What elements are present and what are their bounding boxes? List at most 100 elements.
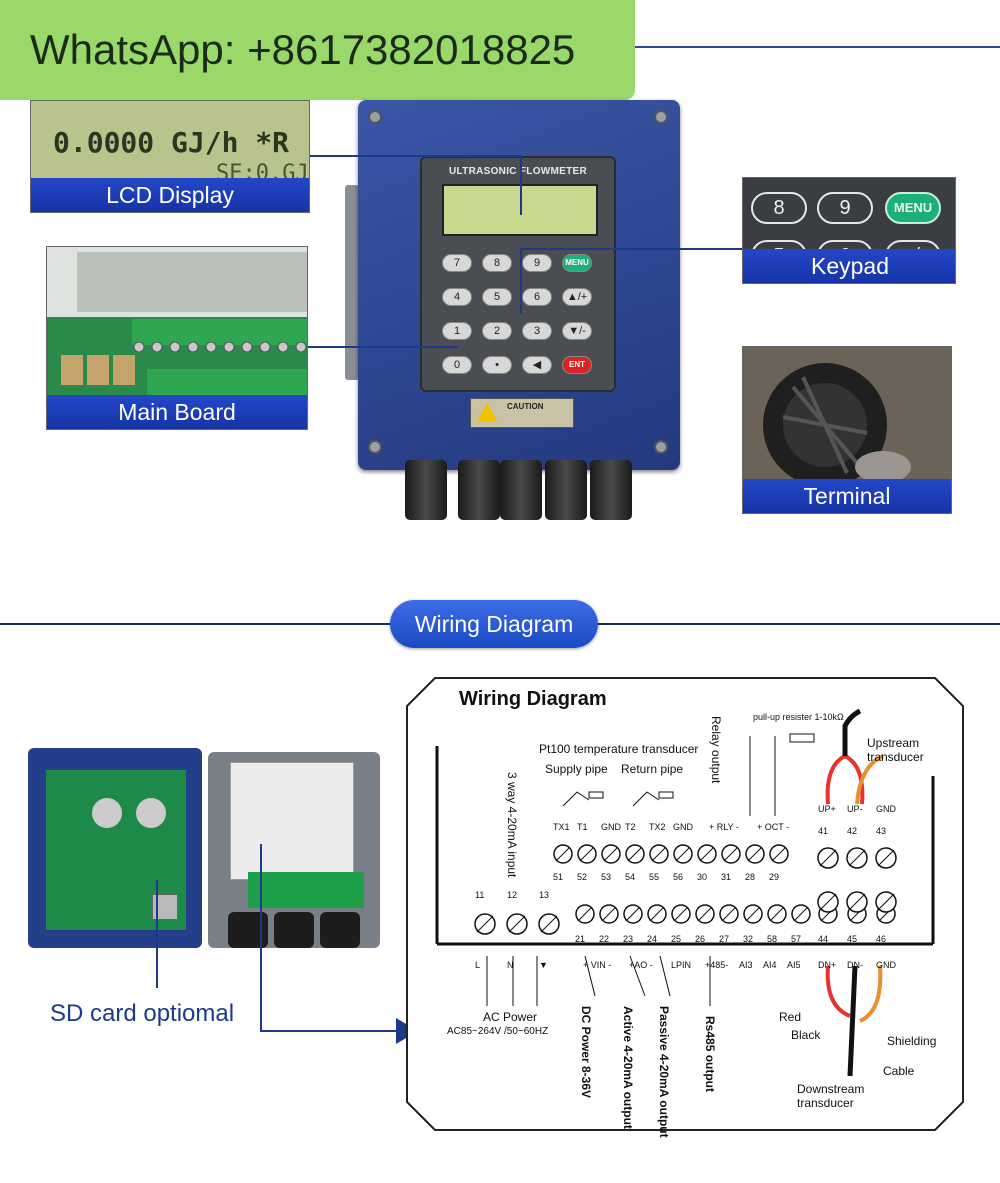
screw-slot bbox=[649, 906, 665, 922]
return-pipe-label: Return pipe bbox=[621, 762, 684, 776]
terminal-block bbox=[248, 872, 364, 908]
device-title: ULTRASONIC FLOWMETER bbox=[448, 166, 588, 177]
keypad-key-8: 8 bbox=[751, 192, 807, 224]
enclosure-housing bbox=[208, 752, 380, 948]
door-circuit-board bbox=[46, 770, 186, 930]
terminal-label: 32 bbox=[743, 934, 754, 944]
terminal-label: 46 bbox=[876, 934, 887, 944]
relay-output-label: Relay output bbox=[709, 716, 723, 784]
device-key-3-2: ◀ bbox=[522, 356, 552, 374]
banner-divider bbox=[635, 46, 1000, 48]
terminal-label: 29 bbox=[769, 872, 780, 882]
terminal-label: 21 bbox=[575, 934, 586, 944]
screw-slot bbox=[651, 846, 667, 862]
terminal-label: 56 bbox=[673, 872, 684, 882]
terminal-label: 44 bbox=[818, 934, 829, 944]
terminal-label: GND bbox=[673, 822, 693, 832]
keypad-label: Keypad bbox=[743, 249, 955, 283]
terminal-label: AI3 bbox=[739, 960, 753, 970]
device-key-0-2: 9 bbox=[522, 254, 552, 272]
terminal-label: 53 bbox=[601, 872, 612, 882]
caution-text: CAUTION bbox=[507, 402, 544, 411]
keypad-key-menu: MENU bbox=[885, 192, 941, 224]
screw-slot bbox=[627, 846, 643, 862]
terminal-label: 31 bbox=[721, 872, 732, 882]
terminal-label: TX2 bbox=[649, 822, 666, 832]
terminal-label: 51 bbox=[553, 872, 564, 882]
ac-power-label: AC Power bbox=[483, 1010, 538, 1024]
screw-slot bbox=[699, 846, 715, 862]
screw-slot bbox=[819, 849, 837, 867]
terminal-label: Terminal bbox=[743, 479, 951, 513]
terminal-label: LPIN bbox=[671, 960, 692, 970]
screw-icon bbox=[368, 440, 382, 454]
screw-slot bbox=[603, 846, 619, 862]
device-key-3-1: • bbox=[482, 356, 512, 374]
cable-gland bbox=[500, 460, 542, 520]
screw-icon bbox=[654, 110, 668, 124]
screw-slot bbox=[848, 893, 866, 911]
terminal-label: L bbox=[475, 960, 481, 970]
screw-slot bbox=[673, 906, 689, 922]
dc-power-label: DC Power 8-36V bbox=[579, 1006, 593, 1099]
terminal-label: 22 bbox=[599, 934, 610, 944]
terminal-label: 54 bbox=[625, 872, 636, 882]
terminal-label: 23 bbox=[623, 934, 634, 944]
keypad-key-9: 9 bbox=[817, 192, 873, 224]
cable-gland bbox=[545, 460, 587, 520]
cable-gland bbox=[228, 912, 268, 948]
terminal-label: + OCT - bbox=[757, 822, 790, 832]
cable-gland bbox=[590, 460, 632, 520]
terminal-label: 58 bbox=[767, 934, 778, 944]
terminal-label: 12 bbox=[507, 890, 518, 900]
screw-slot bbox=[877, 893, 895, 911]
board-connector bbox=[308, 346, 458, 348]
downstream-transducer-label: Downstream transducer bbox=[797, 1082, 865, 1110]
device-key-2-3: ▼/- bbox=[562, 322, 592, 340]
terminal-label: 24 bbox=[647, 934, 658, 944]
screw-icon bbox=[654, 440, 668, 454]
terminal-label: 45 bbox=[847, 934, 858, 944]
screw-slot bbox=[625, 906, 641, 922]
cable-gland bbox=[274, 912, 314, 948]
screw-slot bbox=[793, 906, 809, 922]
black-wire-label: Black bbox=[791, 1028, 821, 1042]
keypad-connector bbox=[520, 248, 742, 250]
terminal-label: GND bbox=[876, 804, 896, 814]
wiring-diagram-drawing bbox=[406, 677, 964, 1131]
screw-slot bbox=[675, 846, 691, 862]
device-key-1-2: 6 bbox=[522, 288, 552, 306]
enclosure-door bbox=[28, 748, 202, 948]
cable-gland bbox=[405, 460, 447, 520]
device-key-2-1: 2 bbox=[482, 322, 512, 340]
device-key-3-0: 0 bbox=[442, 356, 472, 374]
screw-slot bbox=[723, 846, 739, 862]
terminal-label: AI4 bbox=[763, 960, 777, 970]
device-key-1-1: 5 bbox=[482, 288, 512, 306]
device-key-1-0: 4 bbox=[442, 288, 472, 306]
screw-slot bbox=[555, 846, 571, 862]
device-key-3-3: ENT bbox=[562, 356, 592, 374]
wiring-diagram-panel: Wiring Diagram Pt100 temperature transdu… bbox=[405, 676, 965, 1138]
sd-card-label: SD card optiomal bbox=[50, 1000, 235, 1027]
caution-label: CAUTION bbox=[470, 398, 574, 428]
screw-slot bbox=[601, 906, 617, 922]
terminal-label: 28 bbox=[745, 872, 756, 882]
device-key-1-3: ▲/+ bbox=[562, 288, 592, 306]
terminal-label: 11 bbox=[475, 890, 485, 900]
terminal-label: UP- bbox=[847, 804, 863, 814]
terminal-label: 25 bbox=[671, 934, 682, 944]
terminal-label: N bbox=[507, 960, 514, 970]
lcd-connector bbox=[520, 155, 522, 215]
keypad-callout: 8 9 MENU 5 6 ▲/+ Keypad bbox=[742, 177, 956, 284]
cable-label: Cable bbox=[883, 1064, 915, 1078]
lcd-display-callout: 0.0000 GJ/h *R SE:0.GJ LCD Display bbox=[30, 100, 310, 213]
whatsapp-banner: WhatsApp: +8617382018825 bbox=[0, 0, 635, 100]
terminal-label: ▼ bbox=[539, 960, 548, 970]
terminal-label: 27 bbox=[719, 934, 730, 944]
diagram-connector bbox=[260, 1030, 398, 1032]
pt100-label: Pt100 temperature transducer bbox=[539, 742, 699, 756]
terminal-label: 30 bbox=[697, 872, 708, 882]
terminal-label: AI5 bbox=[787, 960, 801, 970]
